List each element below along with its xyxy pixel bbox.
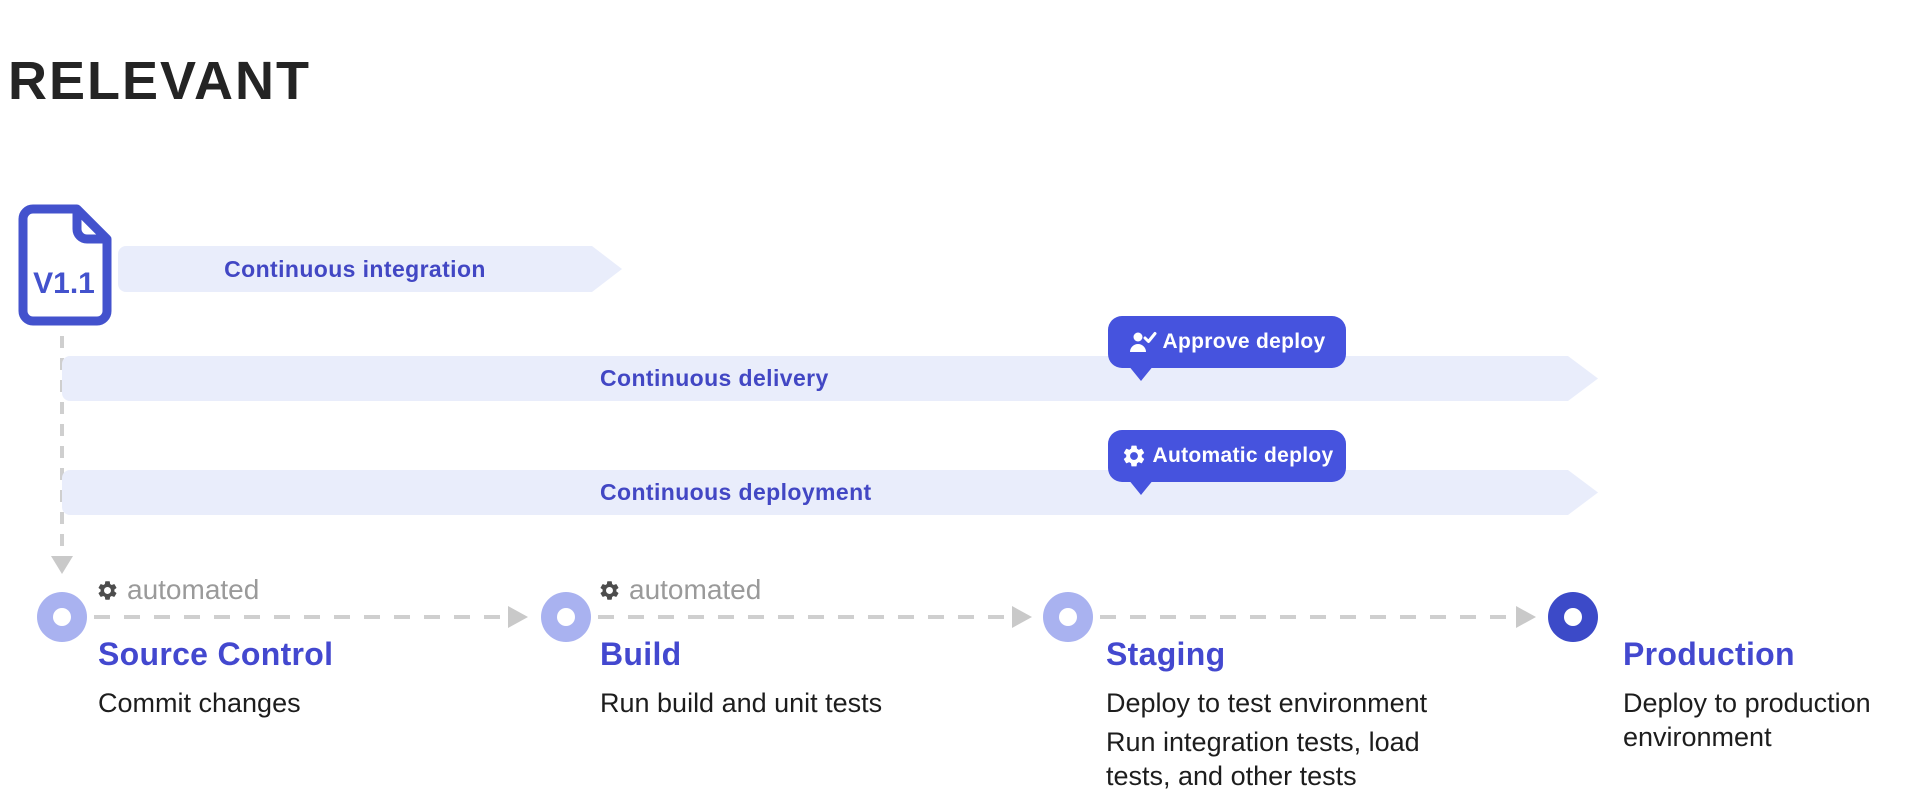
- node-build: [541, 592, 591, 642]
- approve-deploy-badge: Approve deploy: [1108, 316, 1346, 368]
- document-icon: V1.1: [18, 204, 112, 326]
- gear-icon: [1123, 445, 1144, 467]
- node-hole: [557, 608, 575, 626]
- badge-pointer: [1128, 365, 1154, 381]
- stage-desc-source-control: Commit changes: [98, 686, 301, 720]
- badge-label: Approve deploy: [1162, 330, 1326, 353]
- node-source-control: [37, 592, 87, 642]
- band-label: Continuous deployment: [600, 479, 872, 505]
- arrow-right-icon: [1012, 606, 1032, 628]
- stage-desc-line: Commit changes: [98, 688, 301, 718]
- band-label: Continuous delivery: [600, 365, 829, 391]
- stage-desc-line: Deploy to production environment: [1623, 688, 1871, 752]
- timeline-dashed-connector: [598, 615, 1006, 619]
- stage-desc-line: Run build and unit tests: [600, 688, 883, 718]
- gear-icon: [98, 580, 117, 600]
- arrow-down-icon: [51, 556, 73, 574]
- node-production: [1548, 592, 1598, 642]
- person-check-icon: [1129, 332, 1157, 352]
- timeline-dashed-connector: [1100, 615, 1510, 619]
- automated-label-source-control: automated: [96, 574, 259, 606]
- band-continuous-deployment: Continuous deployment: [62, 470, 1598, 515]
- version-label: V1.1: [33, 267, 95, 300]
- stage-desc-build: Run build and unit tests: [600, 686, 882, 720]
- badge-label: Automatic deploy: [1152, 444, 1334, 467]
- badge-pointer: [1128, 479, 1154, 495]
- band-continuous-integration: Continuous integration: [118, 246, 622, 292]
- node-hole: [1059, 608, 1077, 626]
- node-hole: [1564, 608, 1582, 626]
- band-continuous-delivery: Continuous delivery: [62, 356, 1598, 401]
- stage-title-production: Production: [1623, 636, 1795, 672]
- arrow-right-icon: [508, 606, 528, 628]
- automated-text: automated: [629, 574, 762, 605]
- arrow-right-icon: [1516, 606, 1536, 628]
- timeline-dashed-connector: [94, 615, 504, 619]
- page-title: RELEVANT: [8, 51, 312, 111]
- automatic-deploy-badge: Automatic deploy: [1108, 430, 1346, 482]
- stage-desc-production: Deploy to production environment: [1623, 686, 1920, 754]
- automated-label-build: automated: [598, 574, 761, 606]
- stage-title-staging: Staging: [1106, 636, 1226, 672]
- stage-title-build: Build: [600, 636, 682, 672]
- gear-icon: [600, 580, 619, 600]
- stage-desc-line: Run integration tests, load tests, and o…: [1106, 727, 1420, 791]
- band-label: Continuous integration: [224, 256, 486, 282]
- node-hole: [53, 608, 71, 626]
- node-staging: [1043, 592, 1093, 642]
- stage-title-source-control: Source Control: [98, 636, 334, 672]
- stage-desc-staging: Deploy to test environment Run integrati…: [1106, 686, 1486, 793]
- automated-text: automated: [127, 574, 260, 605]
- stage-desc-line: Deploy to test environment: [1106, 688, 1428, 718]
- version-drop-dashed-line: [60, 336, 64, 556]
